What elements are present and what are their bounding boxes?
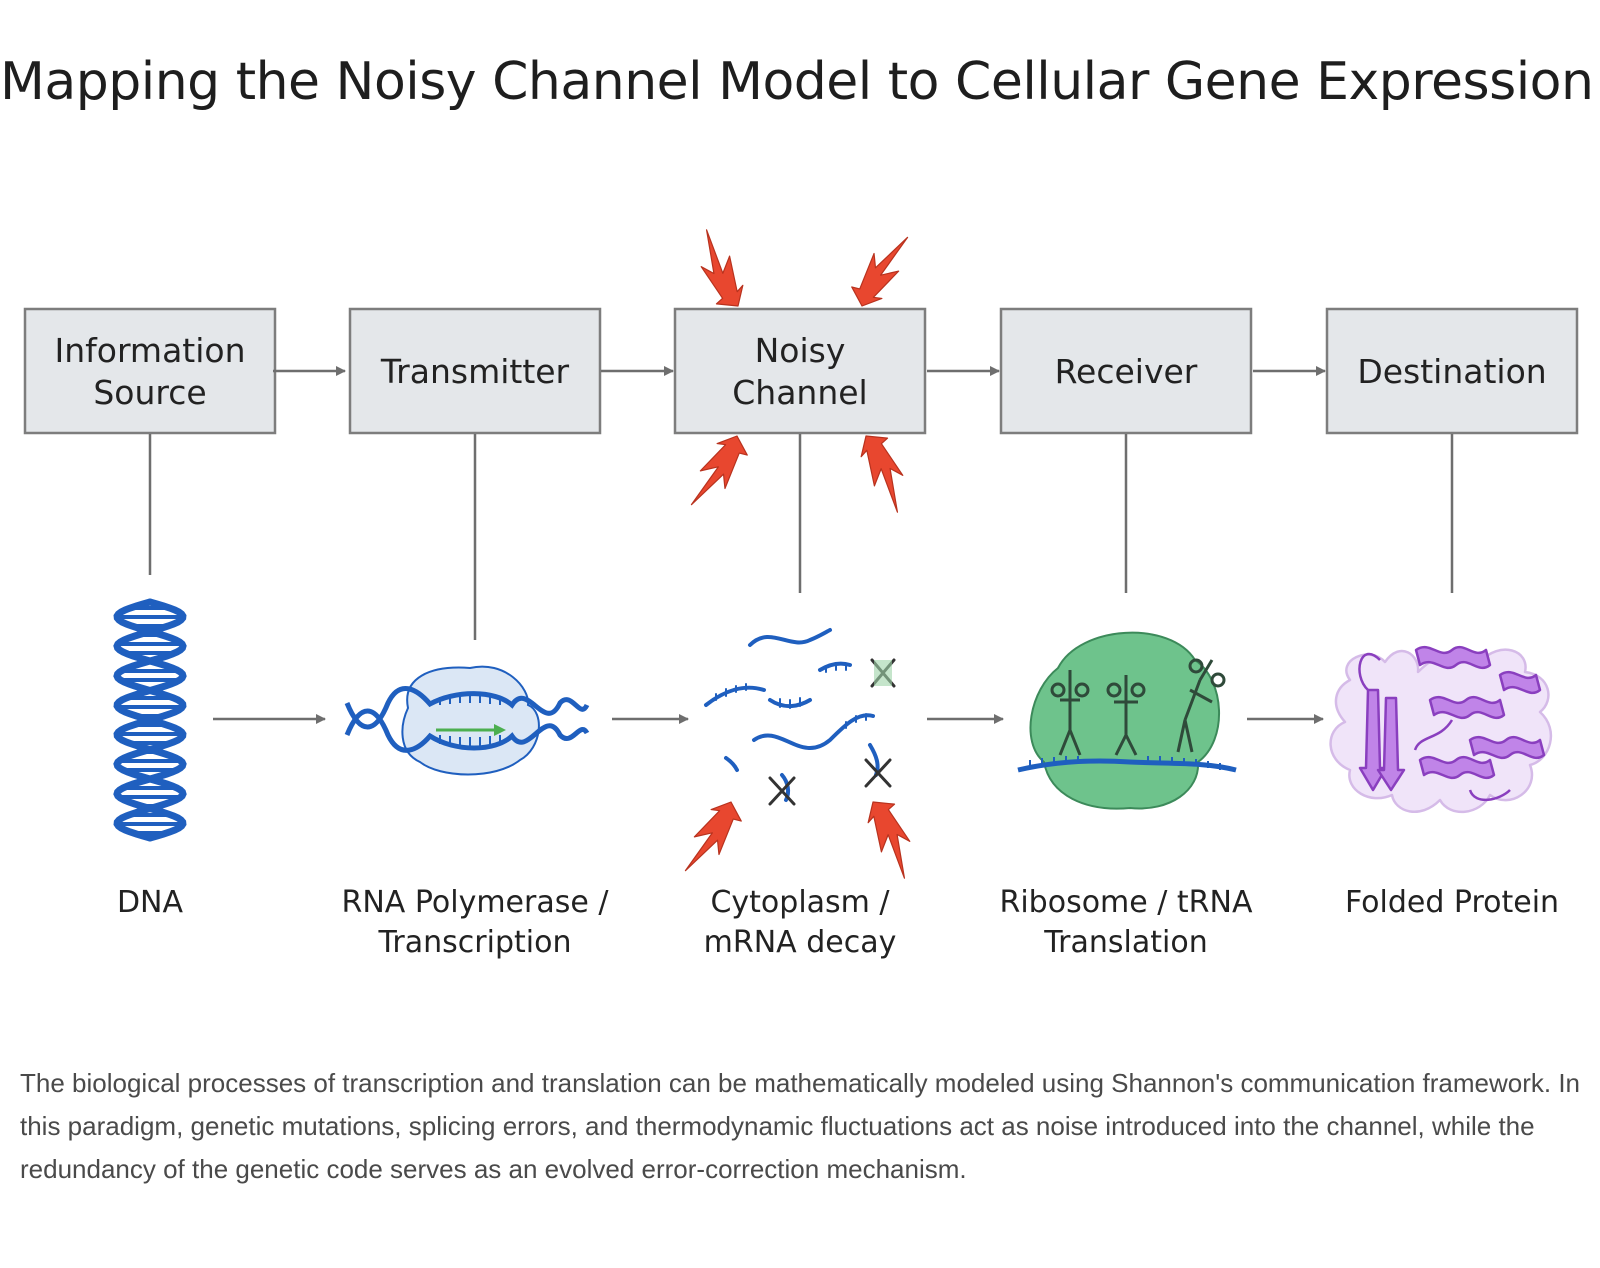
transmitter-box: Transmitter <box>348 307 602 435</box>
receiver-box: Receiver <box>999 307 1253 435</box>
dna-double-helix-icon <box>113 598 187 842</box>
noise-bolts-cytoplasm <box>677 792 928 884</box>
noise-bolt-icon <box>858 792 928 883</box>
ribosome-icon <box>1017 631 1237 810</box>
diagram-caption: The biological processes of transcriptio… <box>20 1068 1580 1184</box>
box-label: Destination <box>1357 352 1546 391</box>
noise-bolt-icon <box>683 225 753 316</box>
box-label: Channel <box>732 373 867 412</box>
box-label: Source <box>93 373 206 412</box>
destination-component-label: Folded Protein <box>1345 885 1559 920</box>
noisy-channel-component-label: mRNA decay <box>704 925 897 960</box>
noise-bolt-icon <box>845 224 916 315</box>
rna-polymerase-icon <box>344 665 590 776</box>
noise-bolt-icon <box>677 793 748 884</box>
box-label: Transmitter <box>380 352 570 391</box>
folded-protein-icon <box>1329 645 1552 814</box>
noise-bolt-icon <box>851 426 921 517</box>
information-source-component-label: DNA <box>117 885 184 920</box>
mrna-decay-icon <box>704 628 896 806</box>
noisy-channel-component-label: Cytoplasm / <box>710 885 890 920</box>
box-label: Information <box>54 331 245 370</box>
vertical-connectors <box>148 434 1454 640</box>
destination-box: Destination <box>1325 307 1579 435</box>
transmitter-component-label: RNA Polymerase / <box>342 885 610 920</box>
receiver-component-label: Ribosome / tRNA <box>1000 885 1253 920</box>
page-title: Mapping the Noisy Channel Model to Cellu… <box>0 52 1594 112</box>
box-label: Receiver <box>1055 352 1198 391</box>
box-label: Noisy <box>755 331 846 370</box>
noise-bolt-icon <box>683 427 754 518</box>
transmitter-component-label: Transcription <box>378 925 572 960</box>
receiver-component-label: Translation <box>1043 925 1207 960</box>
